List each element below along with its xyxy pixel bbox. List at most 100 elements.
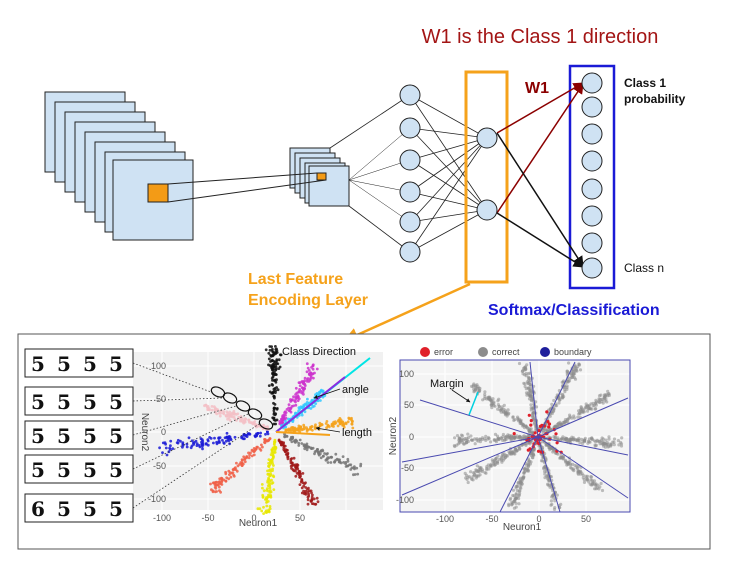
feature-layer-label-line2: Encoding Layer	[248, 292, 368, 309]
right-scatter-point	[562, 379, 566, 383]
right-scatter-point	[455, 434, 460, 438]
softmax-layer-box[interactable]	[568, 64, 616, 290]
left-scatter-point	[213, 408, 217, 412]
decision-boundary	[401, 436, 539, 496]
right-scatter-point	[477, 468, 481, 472]
left-scatter-point	[225, 476, 229, 480]
left-scatter-point	[261, 445, 264, 449]
right-scatter-point	[524, 391, 529, 395]
right-scatter-point	[578, 368, 583, 372]
left-scatter-point	[269, 474, 272, 477]
digit-glyph: 6	[31, 497, 45, 521]
right-scatter-point	[555, 493, 559, 497]
left-scatter-point	[272, 395, 276, 398]
output-node[interactable]	[581, 150, 603, 172]
output-node[interactable]	[581, 96, 603, 118]
right-scatter-point	[584, 406, 588, 410]
left-scatter-point	[316, 500, 320, 504]
left-scatter-point	[306, 502, 310, 506]
right-scatter-point	[532, 422, 536, 426]
left-scatter-point	[301, 472, 305, 475]
digit-glyph: 5	[83, 458, 97, 482]
left-scatter-point	[204, 403, 208, 407]
left-scatter-point	[206, 438, 210, 441]
right-scatter-point	[502, 454, 506, 458]
left-scatter-point	[169, 444, 172, 448]
left-scatter-point	[325, 420, 329, 423]
hidden-node[interactable]	[399, 117, 421, 139]
right-scatter-point	[541, 430, 545, 435]
feature-node[interactable]	[476, 127, 498, 149]
output-node[interactable]	[581, 178, 603, 200]
left-scatter-point	[164, 446, 168, 450]
left-scatter-point	[305, 426, 308, 429]
left-scatter-point	[270, 383, 274, 386]
right-scatter-point	[590, 478, 594, 482]
left-scatter-point	[308, 427, 312, 431]
last-feature-layer-box[interactable]	[464, 70, 509, 284]
left-scatter-point	[261, 486, 264, 490]
error-point	[538, 424, 543, 428]
left-scatter-point	[266, 484, 270, 488]
left-scatter-point	[270, 345, 273, 348]
left-scatter-point	[252, 453, 256, 457]
left-scatter-point	[313, 371, 316, 375]
left-scatter-point	[275, 378, 278, 382]
left-scatter-point	[271, 372, 275, 375]
legend-swatch	[540, 347, 550, 357]
left-scatter-point	[344, 422, 348, 426]
left-scatter-point	[272, 359, 276, 363]
feature-node[interactable]	[476, 199, 498, 221]
right-scatter-point	[494, 456, 498, 461]
left-scatter-point	[350, 422, 354, 426]
right-scatter-point	[524, 424, 528, 428]
left-scatter-point	[299, 389, 303, 393]
left-scatter-point	[301, 481, 305, 485]
hidden-connections	[348, 94, 488, 253]
digit-glyph: 5	[109, 390, 123, 414]
hidden-node[interactable]	[399, 149, 421, 171]
left-scatter-point	[277, 358, 281, 362]
left-scatter-point	[171, 447, 175, 450]
right-scatter-point	[496, 399, 500, 403]
hidden-node[interactable]	[399, 211, 421, 233]
right-scatter-point	[458, 439, 462, 443]
left-scatter-point	[274, 380, 278, 384]
output-node[interactable]	[581, 232, 603, 254]
right-scatter-point	[563, 390, 567, 394]
hidden-node[interactable]	[399, 84, 421, 106]
left-scatter-point	[272, 422, 276, 426]
left-scatter-point	[211, 481, 215, 485]
decision-boundary	[537, 436, 561, 513]
right-scatter-point	[591, 404, 595, 408]
left-scatter-point	[300, 442, 304, 445]
right-scatter-point	[490, 399, 494, 403]
left-scatter-point	[330, 424, 334, 428]
left-scatter-point	[264, 432, 267, 436]
hidden-node[interactable]	[399, 181, 421, 203]
left-scatter-point	[306, 445, 309, 448]
output-node[interactable]	[581, 257, 603, 279]
right-scatter-point	[561, 420, 566, 424]
right-scatter-point	[573, 372, 577, 376]
right-ylabel: Neuron2	[388, 416, 399, 455]
left-scatter-point	[308, 378, 312, 382]
hidden-node[interactable]	[399, 241, 421, 263]
right-scatter-point	[522, 476, 526, 480]
left-scatter-point	[302, 423, 306, 427]
right-scatter-point	[577, 436, 581, 440]
right-scatter-point	[526, 372, 530, 376]
left-scatter-point	[169, 439, 173, 443]
output-node[interactable]	[581, 72, 603, 94]
left-scatter-point	[284, 419, 287, 423]
left-scatter-point	[163, 441, 167, 445]
right-scatter-point	[515, 484, 519, 488]
left-scatter-point	[306, 397, 309, 401]
output-node[interactable]	[581, 123, 603, 145]
right-scatter-point	[605, 400, 609, 404]
right-scatter-point	[544, 443, 548, 447]
output-node[interactable]	[581, 205, 603, 227]
left-scatter-point	[272, 362, 276, 366]
right-scatter-point	[607, 392, 611, 396]
